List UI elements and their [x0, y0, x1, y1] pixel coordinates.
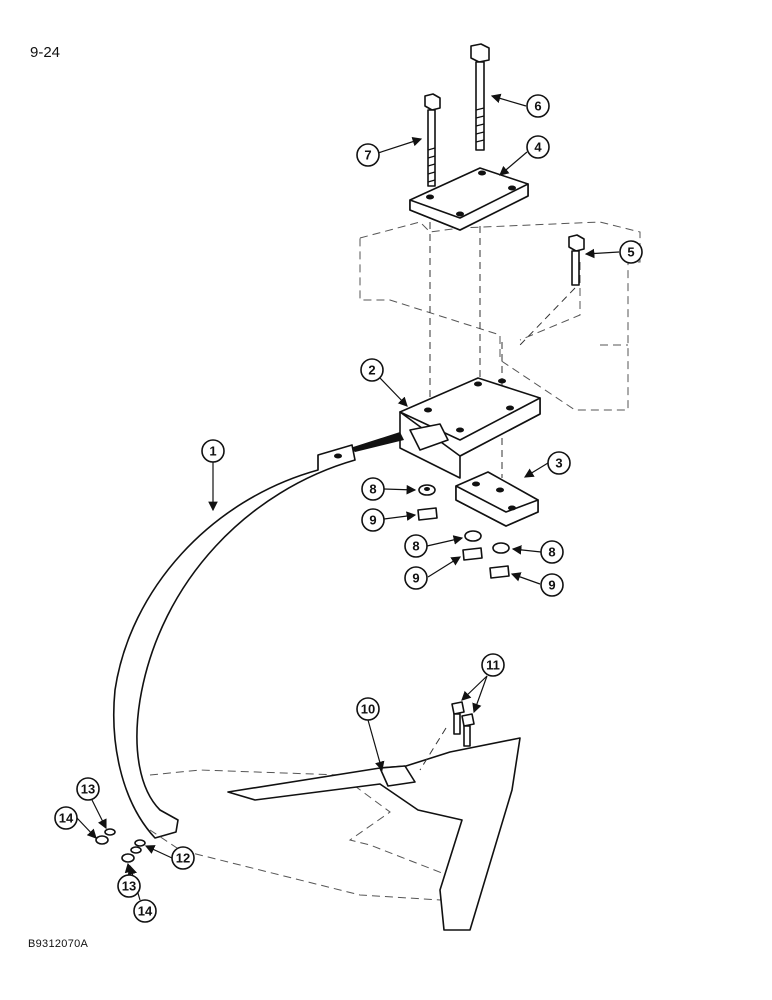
svg-text:3: 3: [555, 456, 562, 471]
svg-text:13: 13: [81, 782, 95, 797]
hardware-12-13-14: [95, 828, 146, 863]
svg-text:9: 9: [548, 578, 555, 593]
svg-text:8: 8: [369, 482, 376, 497]
callout-5: 5: [619, 240, 643, 264]
alignment-lines: [429, 222, 576, 478]
callout-9: 9: [361, 508, 385, 532]
page-number: 9-24: [30, 44, 61, 61]
bolt-6: [470, 43, 490, 151]
callout-1: 1: [201, 439, 225, 463]
leader-lines: [76, 93, 620, 901]
callout-9: 9: [404, 566, 428, 590]
callout-9: 9: [540, 573, 564, 597]
clamp-2: [350, 377, 541, 479]
bolt-7: [424, 93, 441, 187]
svg-text:2: 2: [368, 363, 375, 378]
svg-text:13: 13: [122, 879, 136, 894]
washers-and-nuts: [417, 484, 510, 579]
callout-13: 13: [117, 874, 141, 898]
svg-text:7: 7: [364, 148, 371, 163]
svg-text:9: 9: [369, 513, 376, 528]
callout-2: 2: [360, 358, 384, 382]
callout-10: 10: [356, 697, 380, 721]
svg-text:11: 11: [486, 658, 500, 673]
callout-3: 3: [547, 451, 571, 475]
svg-text:14: 14: [138, 904, 153, 919]
callout-4: 4: [526, 135, 550, 159]
svg-text:9: 9: [412, 571, 419, 586]
callout-8: 8: [540, 540, 564, 564]
callout-12: 12: [171, 846, 195, 870]
callout-13: 13: [76, 777, 100, 801]
svg-text:6: 6: [534, 99, 541, 114]
svg-text:8: 8: [412, 539, 419, 554]
callout-8: 8: [361, 477, 385, 501]
svg-text:12: 12: [176, 851, 190, 866]
phantom-shank-foot: [149, 769, 461, 901]
callout-14: 14: [54, 806, 78, 830]
callout-6: 6: [526, 94, 550, 118]
callout-7: 7: [356, 143, 380, 167]
svg-text:5: 5: [627, 245, 634, 260]
lower-plate-3: [455, 471, 539, 527]
svg-text:14: 14: [59, 811, 74, 826]
svg-text:10: 10: [361, 702, 375, 717]
bolts-11: [419, 701, 475, 771]
shank-1: [112, 444, 356, 839]
svg-text:8: 8: [548, 545, 555, 560]
svg-text:4: 4: [534, 140, 542, 155]
figure-code: B9312070A: [28, 938, 89, 950]
top-plate-4: [409, 167, 529, 231]
svg-text:1: 1: [209, 444, 216, 459]
bolt-5: [568, 234, 585, 286]
callout-14: 14: [133, 899, 157, 923]
callout-11: 11: [481, 653, 505, 677]
callout-8: 8: [404, 534, 428, 558]
sweep-10: [227, 737, 521, 931]
